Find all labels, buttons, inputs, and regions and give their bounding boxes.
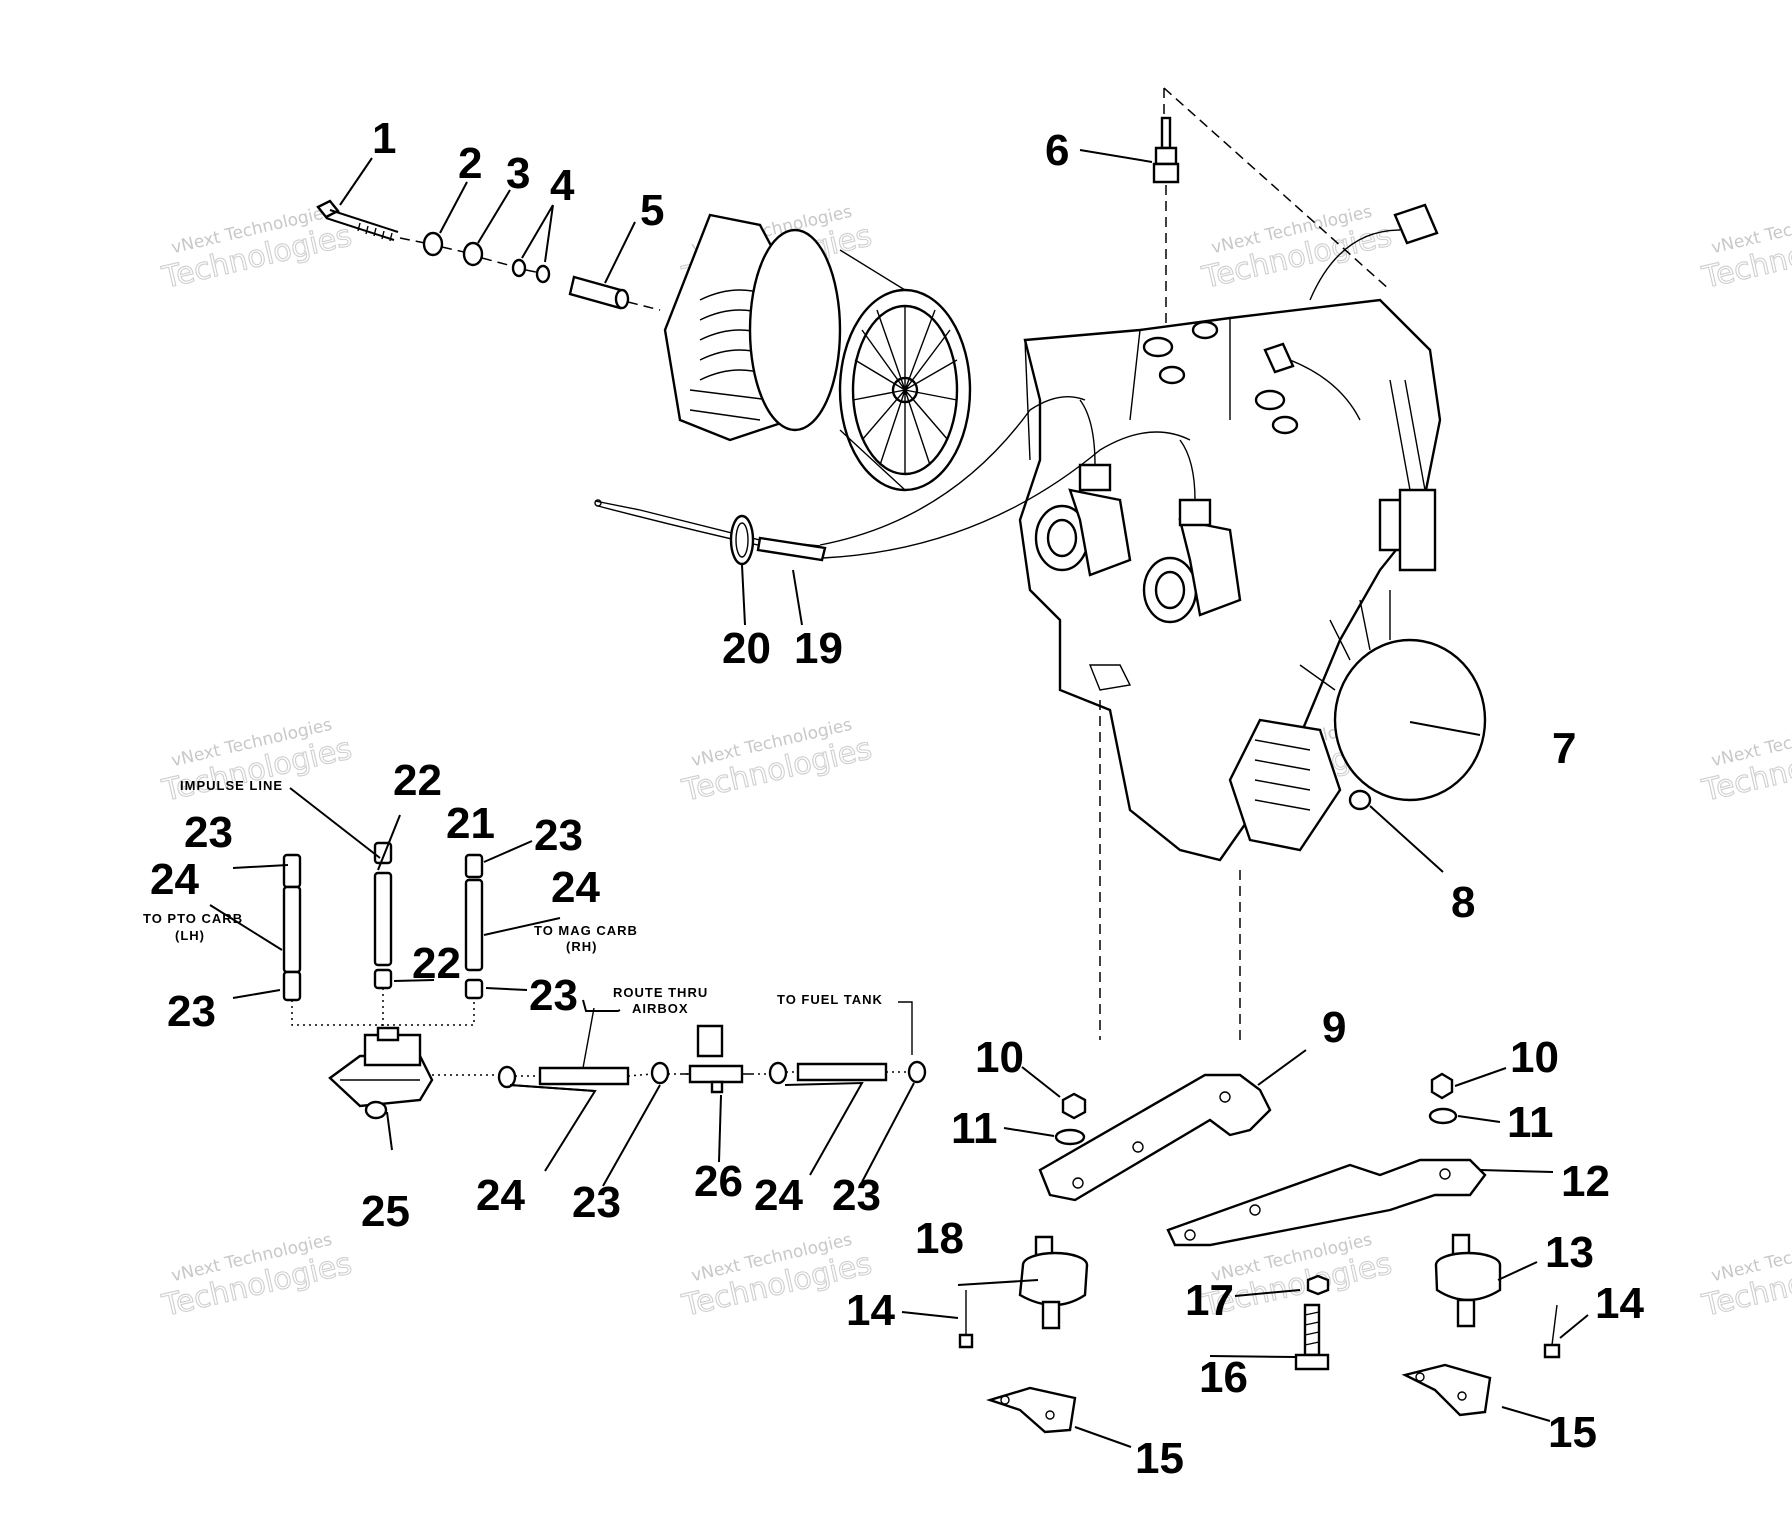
callout-23: 23 [832,1171,881,1220]
callout-8: 8 [1451,878,1475,927]
cable-clamp-part [729,514,755,566]
spark-plug-part [1152,116,1180,330]
leader-lines [209,149,1589,1448]
callout-24: 24 [551,863,600,912]
engine-mount-bracket-rear [1166,1158,1487,1247]
dashed-guide-line [1163,87,1391,291]
fuel-hose-part [464,853,484,1000]
spacer-part [568,275,661,311]
callout-24: 24 [150,855,199,904]
callout-9: 9 [1322,1003,1346,1052]
pto-carb-side-note: (LH) [175,928,205,943]
callout-5: 5 [640,186,664,235]
airbox-note: AIRBOX [632,1001,689,1016]
washer-part [1054,1128,1086,1146]
callout-14: 14 [1595,1279,1644,1328]
bolt-part [316,199,431,245]
fuel-hose-part [768,1060,927,1085]
callout-23: 23 [184,808,233,857]
callout-23: 23 [167,987,216,1036]
callout-19: 19 [794,624,843,673]
rivet-part [1543,1304,1561,1359]
flange-bolt-part [1294,1303,1330,1371]
callout-11: 11 [1507,1098,1554,1147]
callout-17: 17 [1185,1276,1234,1325]
mount-plate-part [986,1386,1077,1434]
callout-6: 6 [1045,126,1069,175]
callout-25: 25 [361,1187,410,1236]
route-thru-note: ROUTE THRU [613,985,708,1000]
callout-13: 13 [1545,1228,1594,1277]
o-ring-part [535,264,551,284]
callout-12: 12 [1561,1157,1610,1206]
callout-23: 23 [572,1178,621,1227]
fuel-pump-part [328,1026,434,1120]
to-fuel-tank-note: TO FUEL TANK [777,992,883,1007]
callout-15: 15 [1548,1408,1597,1457]
callout-1: 1 [372,114,396,163]
callout-23: 23 [529,971,578,1020]
callout-labels: 1 2 3 4 5 6 7 8 9 10 10 11 11 12 13 14 1… [150,114,1644,1483]
callout-2: 2 [458,139,482,188]
callout-26: 26 [694,1157,743,1206]
callout-14: 14 [846,1286,895,1335]
fuel-hose-part [282,853,302,1002]
washer-part [422,231,444,257]
dotted-connection-line [291,988,475,1030]
to-pto-carb-note: TO PTO CARB [143,911,243,926]
callout-10: 10 [1510,1033,1559,1082]
callout-22: 22 [393,756,442,805]
o-ring-part [511,258,527,278]
callout-3: 3 [506,149,530,198]
rubber-mount-part [1018,1235,1089,1330]
callout-24: 24 [754,1171,803,1220]
fuel-shutoff-valve-part [682,1024,752,1094]
callout-16: 16 [1199,1353,1248,1402]
to-mag-carb-note: TO MAG CARB [534,923,638,938]
washer-part [1306,1274,1330,1296]
engine-mount-bracket-front [1038,1073,1272,1202]
lock-nut-part [1061,1092,1087,1120]
washer-part [462,241,484,267]
callout-23: 23 [534,811,583,860]
rubber-mount-part [1434,1233,1502,1328]
callout-15: 15 [1135,1434,1184,1483]
engine-assembly [1018,203,1487,862]
drive-clutch [663,213,972,492]
callout-10: 10 [975,1033,1024,1082]
callout-4: 4 [550,161,575,210]
callout-11: 11 [951,1104,998,1153]
lock-nut-part [1430,1072,1454,1100]
impulse-line-note: IMPULSE LINE [180,778,283,793]
rivet-part [958,1290,974,1349]
callout-24: 24 [476,1171,525,1220]
mount-plate-part [1401,1363,1492,1417]
callout-22: 22 [412,939,461,988]
fuel-hose-part [497,1061,690,1089]
washer-part [1428,1107,1458,1125]
mag-carb-side-note: (RH) [566,939,597,954]
fuel-hose-part [373,841,393,990]
callout-21: 21 [446,799,495,848]
callout-20: 20 [722,624,771,673]
callout-18: 18 [915,1214,964,1263]
callout-7: 7 [1552,724,1576,773]
